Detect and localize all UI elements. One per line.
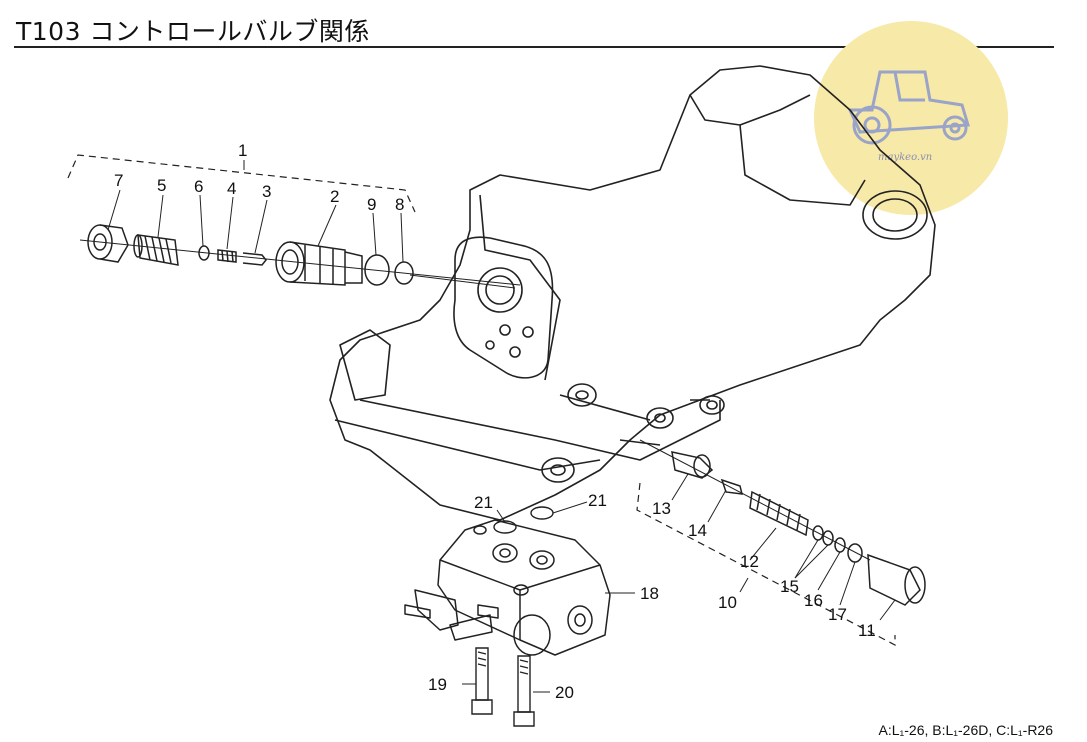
watermark-circle (814, 21, 1008, 215)
callout-2: 2 (330, 187, 339, 206)
part-2-spool (275, 241, 363, 286)
part-19-bolt (471, 647, 493, 715)
page-header: T103 コントロールバルブ関係 (14, 8, 1054, 48)
callout-21-right: 21 (588, 491, 607, 510)
part-13-plug (671, 451, 714, 479)
part-16-shim (834, 537, 846, 553)
group-1-bracket (67, 154, 416, 213)
callout-5: 5 (157, 176, 166, 195)
part-12-spring (749, 490, 809, 537)
part-9-oring (364, 254, 390, 286)
callout-17: 17 (828, 605, 847, 624)
tractor-logo-icon (847, 70, 970, 145)
callout-1: 1 (238, 141, 247, 160)
callout-18: 18 (640, 584, 659, 603)
callout-14: 14 (688, 521, 707, 540)
part-20-bolt (513, 655, 535, 727)
part-axis (79, 239, 521, 286)
callout-12: 12 (740, 552, 759, 571)
callout-19: 19 (428, 675, 447, 694)
callout-6: 6 (194, 177, 203, 196)
part-3-pin (242, 252, 267, 266)
callout-7: 7 (114, 171, 123, 190)
part-17-oring (847, 543, 863, 563)
page-title: T103 コントロールバルブ関係 (16, 17, 370, 46)
callout-4: 4 (227, 179, 236, 198)
callout-20: 20 (555, 683, 574, 702)
part-14-poppet (720, 478, 743, 495)
part-6-oring (198, 245, 210, 261)
part-5-spring (133, 234, 179, 266)
part-7-nut (87, 224, 129, 263)
transmission-housing (329, 65, 936, 521)
part-11-cap (867, 553, 926, 606)
callout-11: 11 (858, 621, 876, 640)
part-8-oring (394, 261, 414, 285)
callout-21-left: 21 (474, 493, 493, 512)
watermark-text: maykeo.vn (878, 152, 932, 163)
callout-16: 16 (804, 591, 823, 610)
part-18-valve-body (404, 519, 611, 656)
callout-8: 8 (395, 195, 404, 214)
valve-spool-assembly (79, 224, 521, 289)
part-15-shims (812, 525, 834, 546)
part-21-orings (493, 506, 554, 534)
model-variants: A:L₁-26, B:L₁-26D, C:L₁-R26 (878, 722, 1053, 738)
watermark-logo: maykeo.vn (814, 21, 1008, 215)
callout-9: 9 (367, 195, 376, 214)
group-10-bracket (636, 482, 896, 646)
callout-3: 3 (262, 182, 271, 201)
leader-lines (107, 189, 896, 693)
relief-valve-assembly (639, 439, 926, 606)
callout-13: 13 (652, 499, 671, 518)
callout-15: 15 (780, 577, 799, 596)
callout-10: 10 (718, 593, 737, 612)
part-4-spring (217, 249, 237, 263)
